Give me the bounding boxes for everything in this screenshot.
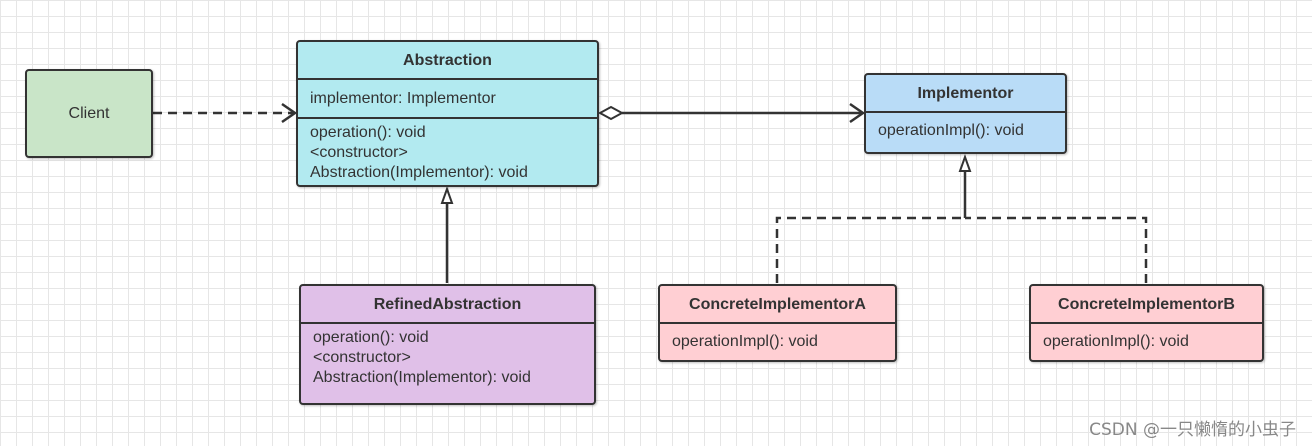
refined-abstraction-operation: Abstraction(Implementor): void (313, 369, 531, 386)
realization-line-b (965, 216, 1148, 283)
refined-abstraction-operation: operation(): void (313, 329, 429, 346)
generalization-triangle (440, 186, 454, 204)
implementor-operation: operationImpl(): void (878, 122, 1024, 139)
abstraction-operations: operation(): void <constructor> Abstract… (298, 119, 597, 185)
client-dependency-arrowhead (281, 102, 298, 124)
refined-abstraction-operation: <constructor> (313, 349, 411, 366)
concrete-implementor-a-class[interactable]: ConcreteImplementorA operationImpl(): vo… (658, 284, 897, 362)
watermark: CSDN @一只懒惰的小虫子 (1089, 420, 1296, 440)
client-label: Client (68, 104, 110, 122)
abstraction-operation: Abstraction(Implementor): void (310, 164, 528, 181)
implementor-title: Implementor (866, 75, 1065, 113)
implementor-interface[interactable]: Implementor operationImpl(): void (864, 73, 1067, 154)
concrete-implementor-b-class[interactable]: ConcreteImplementorB operationImpl(): vo… (1029, 284, 1264, 362)
refined-abstraction-operations: operation(): void <constructor> Abstract… (301, 324, 594, 392)
concrete-implementor-a-title: ConcreteImplementorA (660, 286, 895, 324)
implementor-operations: operationImpl(): void (866, 113, 1065, 145)
abstraction-title: Abstraction (298, 42, 597, 80)
concrete-implementor-b-operations: operationImpl(): void (1031, 324, 1262, 356)
concrete-implementor-a-operation: operationImpl(): void (672, 333, 818, 350)
realization-line-a (775, 216, 965, 283)
abstraction-attributes: implementor: Implementor (298, 80, 597, 119)
aggregation-arrowhead (849, 102, 866, 124)
abstraction-operation: <constructor> (310, 144, 408, 161)
refined-abstraction-title: RefinedAbstraction (301, 286, 594, 324)
abstraction-operation: operation(): void (310, 124, 426, 141)
realization-triangle (958, 154, 972, 172)
concrete-implementor-a-operations: operationImpl(): void (660, 324, 895, 356)
concrete-implementor-b-title: ConcreteImplementorB (1031, 286, 1262, 324)
abstraction-class[interactable]: Abstraction implementor: Implementor ope… (296, 40, 599, 187)
client-node[interactable]: Client (25, 69, 153, 158)
refined-abstraction-class[interactable]: RefinedAbstraction operation(): void <co… (299, 284, 596, 405)
aggregation-diamond (597, 105, 625, 121)
concrete-implementor-b-operation: operationImpl(): void (1043, 333, 1189, 350)
abstraction-attribute: implementor: Implementor (310, 90, 496, 107)
